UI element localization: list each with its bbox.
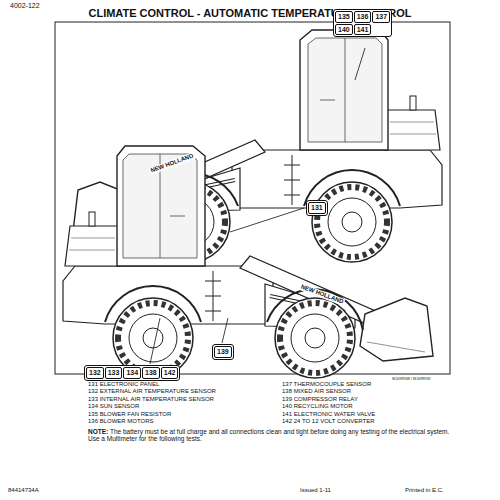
legend-item: 139 COMPRESSOR RELAY <box>282 396 358 403</box>
callout-number: 140 <box>335 24 353 36</box>
callout-number: 136 <box>354 11 372 23</box>
figure-reference: WJ09R938 / WJ09R939 <box>392 377 431 381</box>
callout-box: 139 <box>212 344 234 360</box>
page-title: CLIMATE CONTROL - AUTOMATIC TEMPERATURE … <box>0 7 500 20</box>
callout-number: 132 <box>86 367 104 379</box>
legend-item: 136 BLOWER MOTORS <box>88 418 154 425</box>
callout-number: 137 <box>372 11 390 23</box>
callout-number: 131 <box>308 202 326 214</box>
callout-number: 133 <box>105 367 123 379</box>
bottom-loader <box>63 146 433 378</box>
legend-item: 140 RECYCLING MOTOR <box>282 403 353 410</box>
legend-item: 135 BLOWER FAN RESISTOR <box>88 411 171 418</box>
legend-item: 141 ELECTRONIC WATER VALVE <box>282 411 375 418</box>
callout-number: 139 <box>214 346 232 358</box>
callout-box: 132133134138142 <box>84 365 180 381</box>
page-number: 4002-122 <box>10 2 40 10</box>
callout-number: 134 <box>123 367 141 379</box>
print-location: Printed in E.C. <box>405 487 444 494</box>
legend-item: 137 THERMOCOUPLE SENSOR <box>282 381 371 388</box>
callout-box: 131 <box>306 200 328 216</box>
note-heading: NOTE: <box>88 428 108 435</box>
note-text: The battery must be at full charge and a… <box>88 428 458 443</box>
issue-date: Issued 1-11 <box>300 487 331 494</box>
legend-item: 132 EXTERNAL AIR TEMPERATURE SENSOR <box>88 388 216 395</box>
part-number: 84414734A <box>8 487 39 494</box>
legend-item: 138 MIXED AIR SENSOR <box>282 388 351 395</box>
legend-item: 142 24 TO 12 VOLT CONVERTER <box>282 418 375 425</box>
callout-box: 135136137 140141 <box>333 9 392 37</box>
legend-item: 131 ELECTRONIC PANEL <box>88 381 159 388</box>
leader-lines <box>150 48 365 364</box>
callout-number: 138 <box>142 367 160 379</box>
legend-item: 134 SUN SENSOR <box>88 403 139 410</box>
callout-number: 142 <box>161 367 179 379</box>
callout-number: 141 <box>354 24 372 36</box>
callout-number: 135 <box>335 11 353 23</box>
legend-item: 133 INTERNAL AIR TEMPERATURE SENSOR <box>88 396 214 403</box>
